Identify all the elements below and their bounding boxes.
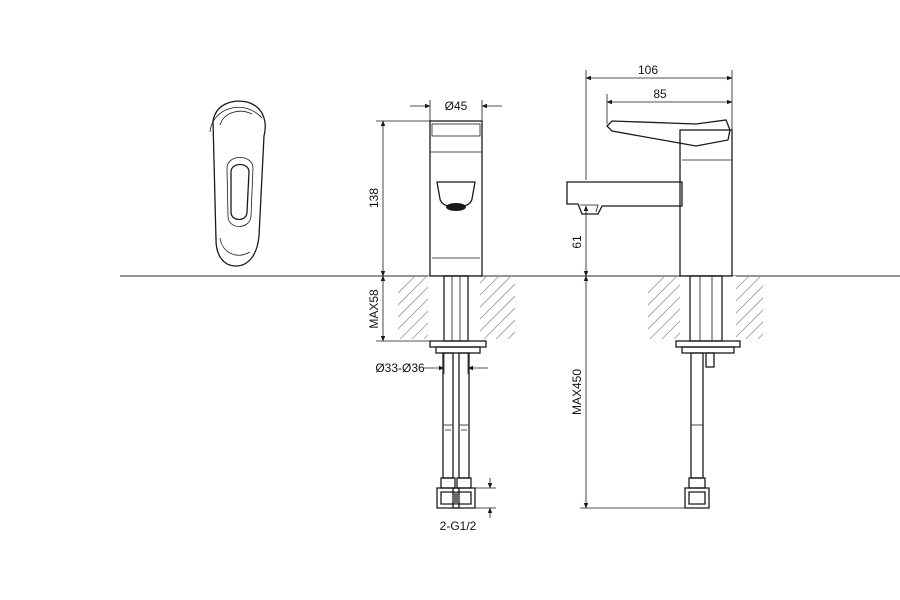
dim-deck-thickness: MAX58	[367, 275, 430, 342]
dim-spout-height: 61	[570, 205, 589, 277]
label-spout-height: 61	[570, 235, 584, 249]
label-connection-thread: 2-G1/2	[440, 519, 477, 533]
faucet-side-view	[566, 119, 741, 509]
label-hose-length: MAX450	[570, 369, 584, 415]
label-base-diameter: Ø45	[445, 99, 468, 113]
dim-base-diameter: Ø45	[410, 99, 502, 121]
label-deck-thickness: MAX58	[367, 289, 381, 329]
dim-hole-diameter: Ø33-Ø36	[375, 353, 488, 375]
dim-hose-length: MAX450	[570, 275, 685, 509]
label-inner-width: 85	[653, 87, 667, 101]
label-body-height: 138	[367, 188, 381, 208]
handle-rear-view	[209, 100, 266, 267]
dim-inner-width: 85	[606, 87, 733, 124]
label-outer-width: 106	[638, 63, 658, 77]
dim-connection-thread: 2-G1/2	[440, 478, 496, 533]
dim-body-height: 138	[367, 120, 430, 277]
label-hole-diameter: Ø33-Ø36	[375, 361, 425, 375]
aerator	[446, 203, 466, 211]
faucet-front-view	[429, 120, 487, 509]
